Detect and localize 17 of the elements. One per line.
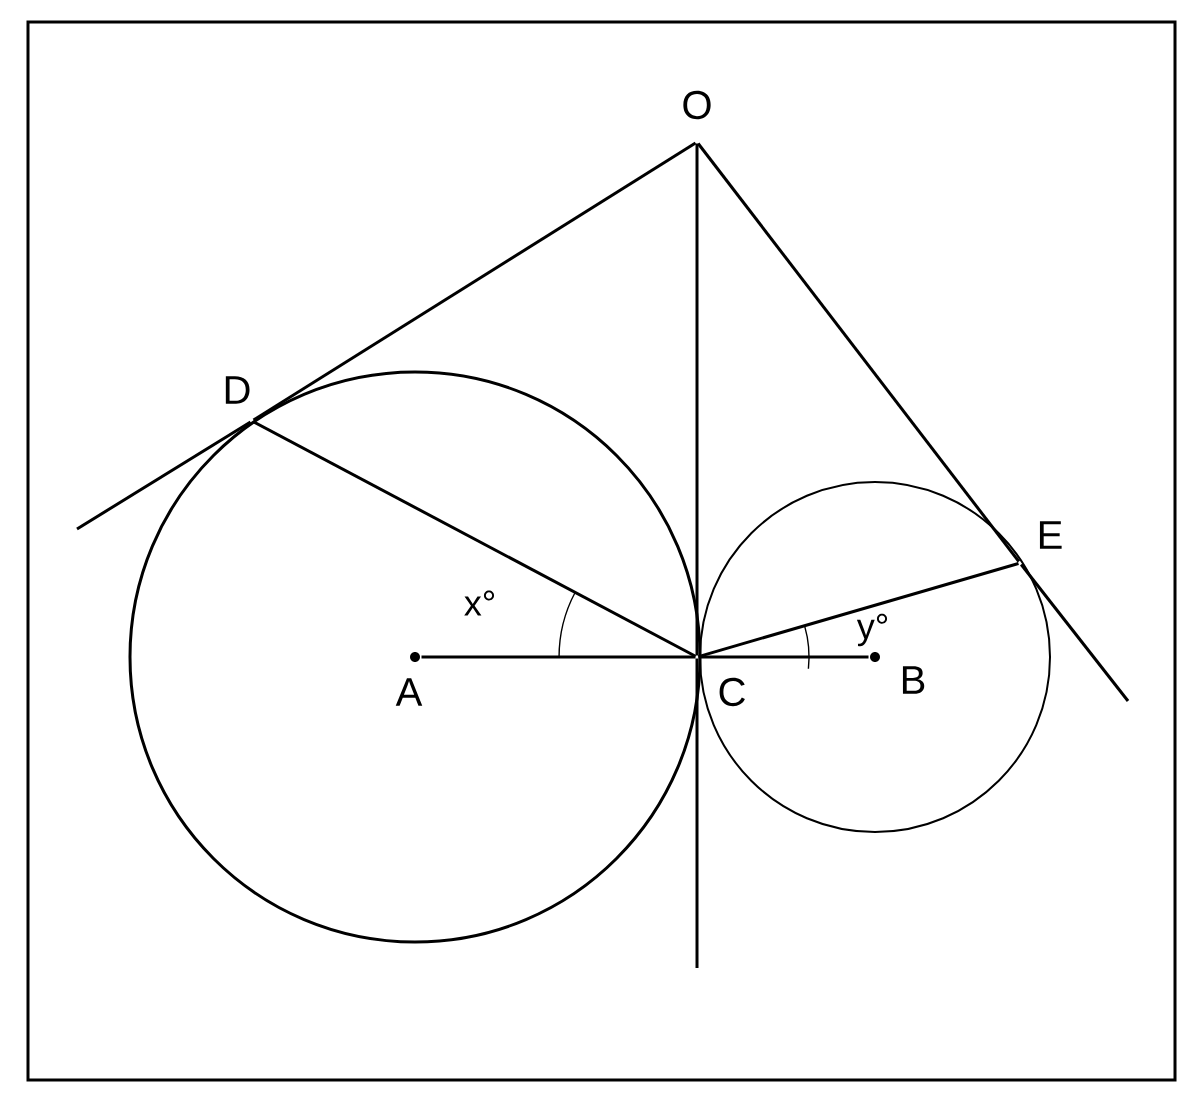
angle-label: y° bbox=[856, 613, 888, 647]
point: C bbox=[719, 677, 745, 707]
point: B bbox=[870, 652, 925, 694]
line-segment bbox=[698, 655, 869, 659]
line-segment bbox=[421, 655, 696, 659]
line-segment bbox=[695, 143, 699, 656]
point: E bbox=[1039, 521, 1062, 549]
line-segment bbox=[696, 142, 1021, 563]
point: O bbox=[683, 90, 711, 120]
line-segment bbox=[698, 562, 1019, 658]
node-label: B bbox=[902, 666, 925, 694]
angle-label: x° bbox=[464, 590, 495, 616]
point: D bbox=[225, 376, 250, 404]
line-segment bbox=[252, 141, 697, 422]
point: A bbox=[395, 652, 423, 706]
node-label: A bbox=[395, 678, 423, 706]
line-segment bbox=[252, 420, 697, 658]
